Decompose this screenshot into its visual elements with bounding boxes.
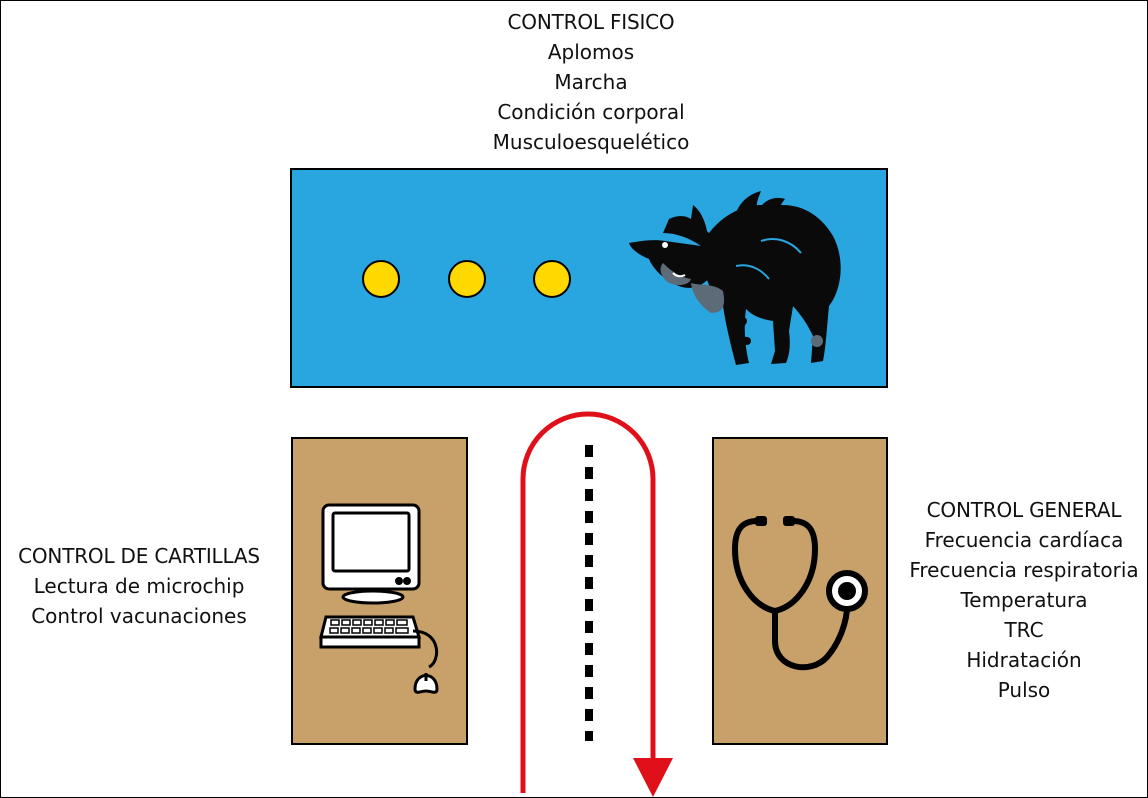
- records-control-title: CONTROL DE CARTILLAS: [18, 544, 260, 568]
- physical-control-item: Aplomos: [547, 40, 635, 64]
- records-control-item: Control vacunaciones: [31, 604, 247, 628]
- physical-control-item: Musculoesquelético: [492, 130, 690, 154]
- general-control-item: Frecuencia cardíaca: [924, 528, 1124, 552]
- marker-dot-icon: [533, 260, 571, 298]
- general-control-title: CONTROL GENERAL: [926, 498, 1122, 522]
- general-control-item: Hidratación: [966, 648, 1082, 672]
- stethoscope-icon: [731, 516, 868, 671]
- records-control-item: Lectura de microchip: [33, 574, 245, 598]
- marker-dot-icon: [448, 260, 486, 298]
- general-control-item: Frecuencia respiratoria: [909, 558, 1139, 582]
- marker-dots: [362, 260, 571, 298]
- general-control-item: Temperatura: [960, 588, 1088, 612]
- physical-control-title: CONTROL FISICO: [507, 10, 675, 34]
- general-control-item: TRC: [1004, 618, 1044, 642]
- general-control-label: CONTROL GENERAL Frecuencia cardíaca Frec…: [899, 495, 1147, 705]
- physical-control-label: CONTROL FISICO Aplomos Marcha Condición …: [441, 7, 741, 157]
- route-arrow-icon: [520, 411, 673, 797]
- general-control-item: Pulso: [997, 678, 1051, 702]
- records-control-label: CONTROL DE CARTILLAS Lectura de microchi…: [3, 541, 275, 631]
- marker-dot-icon: [362, 260, 400, 298]
- computer-icon: [319, 503, 439, 694]
- dog-icon: [629, 191, 841, 365]
- physical-control-item: Marcha: [554, 70, 628, 94]
- physical-control-item: Condición corporal: [497, 100, 685, 124]
